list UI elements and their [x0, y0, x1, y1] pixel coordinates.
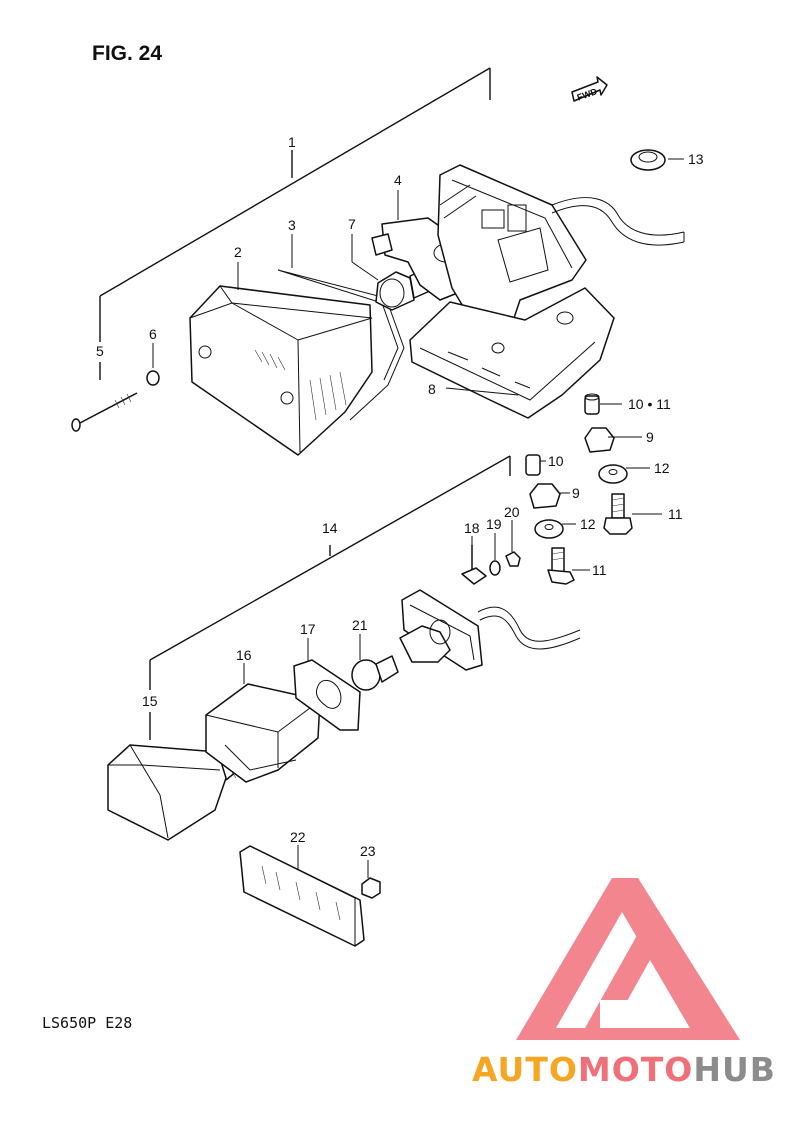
lens-gasket-part: [277, 269, 405, 421]
callout-4: 4: [394, 172, 402, 188]
callout-3: 3: [288, 217, 296, 233]
callout-2: 2: [234, 244, 242, 260]
callout-11-upper: 11: [668, 506, 683, 522]
callout-1: 1: [288, 134, 296, 150]
callout-10: 10: [548, 453, 564, 469]
callout-17: 17: [300, 621, 316, 637]
callout-23: 23: [360, 843, 376, 859]
cushion-part-9-upper: [584, 427, 615, 453]
license-lamp-lens-part: [107, 744, 249, 841]
watermark-auto: AUTO: [472, 1050, 578, 1089]
callout-6: 6: [149, 326, 157, 342]
callout-10-11: 10 • 11: [628, 396, 671, 412]
washer-part-6: [146, 370, 160, 386]
leader-lines: [152, 158, 684, 878]
watermark-moto: MOTO: [578, 1050, 693, 1089]
grommet-part-13: [630, 149, 666, 171]
reflector-part: [239, 845, 365, 947]
lamp-bracket-part: [409, 287, 615, 419]
model-code: LS650P E28: [42, 1014, 132, 1032]
washer-part-12-lower: [534, 519, 564, 539]
callout-15: 15: [142, 693, 158, 709]
callout-19: 19: [486, 516, 502, 532]
license-lamp-socket-part: [399, 589, 581, 671]
lens-screw-part: [71, 392, 138, 432]
forward-arrow-icon: FWD: [571, 76, 608, 103]
callout-14: 14: [322, 520, 338, 536]
callout-12-upper: 12: [654, 460, 670, 476]
callout-9-lower: 9: [572, 485, 580, 501]
watermark-triangle-icon: [516, 878, 740, 1040]
callout-8: 8: [428, 381, 436, 397]
bolt-part-11-lower: [547, 547, 575, 585]
license-bulb-part: [351, 655, 399, 691]
callout-13: 13: [688, 151, 704, 167]
callout-7: 7: [348, 216, 356, 232]
spacer-collar-part-10-11: [584, 393, 600, 415]
cushion-part-9-lower: [529, 483, 561, 509]
callout-22: 22: [290, 829, 306, 845]
screw-part-18: [461, 545, 487, 585]
watermark-hub: HUB: [693, 1050, 776, 1089]
nut-part-20: [505, 551, 521, 567]
figure-title: FIG. 24: [92, 42, 162, 65]
washer-part-19: [489, 560, 501, 576]
callout-5: 5: [96, 343, 104, 359]
bolt-part-11-upper: [603, 493, 633, 535]
nut-part-23: [361, 877, 381, 899]
callout-21: 21: [352, 617, 368, 633]
watermark-text: AUTOMOTOHUB: [472, 1050, 776, 1089]
assembly-14-bracket: [149, 455, 511, 740]
license-lamp-gasket-part: [293, 659, 361, 731]
spacer-collar-part-10: [525, 454, 541, 476]
watermark-logo: AUTOMOTOHUB: [472, 878, 776, 1089]
callout-16: 16: [236, 647, 252, 663]
assembly-1-bracket: [99, 67, 491, 380]
callout-9-upper: 9: [646, 429, 654, 445]
callout-labels: 1 2 3 4 5 6 7 8 9 9 10 10 • 11 11 11 12 …: [96, 134, 704, 859]
callout-12-lower: 12: [580, 516, 596, 532]
callout-18: 18: [464, 520, 480, 536]
washer-part-12-upper: [598, 464, 628, 484]
tail-lamp-lens-part: [189, 285, 373, 456]
callout-20: 20: [504, 504, 520, 520]
license-lamp-cover-part: [205, 683, 321, 783]
callout-11-lower: 11: [592, 562, 607, 578]
lamp-housing-part: [437, 164, 685, 331]
